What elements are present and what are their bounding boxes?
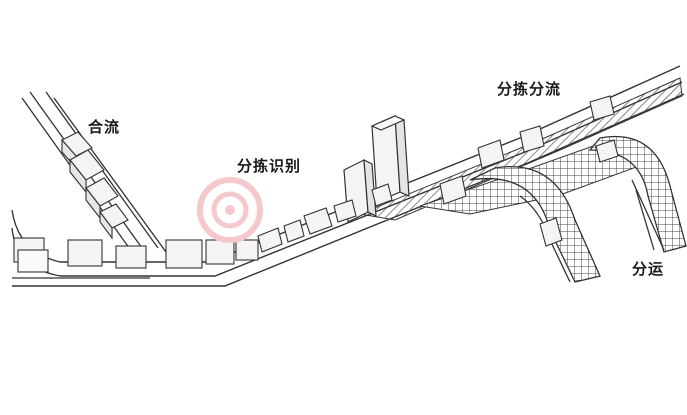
incline-boxes <box>257 95 619 253</box>
divert-chute-2 <box>588 135 687 253</box>
label-merge: 合流 <box>88 118 121 136</box>
merge-boxes <box>61 131 129 240</box>
right-pole <box>631 179 665 251</box>
lower-boxes <box>13 237 259 273</box>
label-sort-identify: 分拣识别 <box>237 157 302 175</box>
label-sort-divert: 分拣分流 <box>497 80 562 98</box>
label-dispatch: 分运 <box>632 260 665 278</box>
